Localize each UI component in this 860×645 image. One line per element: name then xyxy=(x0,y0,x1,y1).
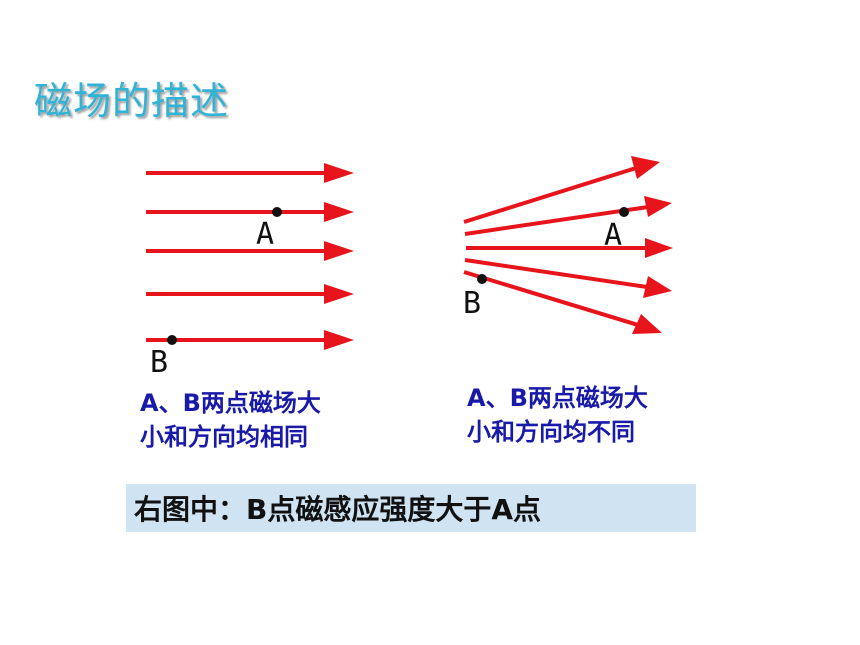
point-a-label: A xyxy=(604,218,622,253)
field-line xyxy=(146,202,354,222)
field-line xyxy=(463,270,662,334)
field-line xyxy=(146,163,354,183)
field-line xyxy=(464,196,672,236)
caption-line: 小和方向均相同 xyxy=(140,423,308,451)
caption-line: A、B两点磁场大 xyxy=(467,384,648,412)
left-caption: A、B两点磁场大 小和方向均相同 xyxy=(140,386,321,454)
uniform-field-figure xyxy=(146,163,354,350)
caption-line: A、B两点磁场大 xyxy=(140,389,321,417)
point-a-dot xyxy=(272,207,282,217)
field-line xyxy=(146,241,354,261)
point-b-dot xyxy=(167,335,177,345)
field-line xyxy=(464,258,672,298)
field-line xyxy=(146,330,354,350)
diverging-field-figure xyxy=(463,156,673,334)
point-b-label: B xyxy=(150,345,168,380)
conclusion-box: 右图中：B点磁感应强度大于A点 xyxy=(126,484,696,532)
point-b-label: B xyxy=(463,286,481,321)
point-a-label: A xyxy=(256,217,274,252)
point-a-dot xyxy=(619,207,629,217)
point-b-dot xyxy=(477,274,487,284)
field-line xyxy=(146,284,354,304)
right-caption: A、B两点磁场大 小和方向均不同 xyxy=(467,381,648,449)
slide-title: 磁场的描述 xyxy=(34,79,230,123)
field-line xyxy=(466,238,673,258)
conclusion-text: 右图中：B点磁感应强度大于A点 xyxy=(134,493,542,526)
caption-line: 小和方向均不同 xyxy=(467,418,635,446)
field-line xyxy=(463,156,660,224)
